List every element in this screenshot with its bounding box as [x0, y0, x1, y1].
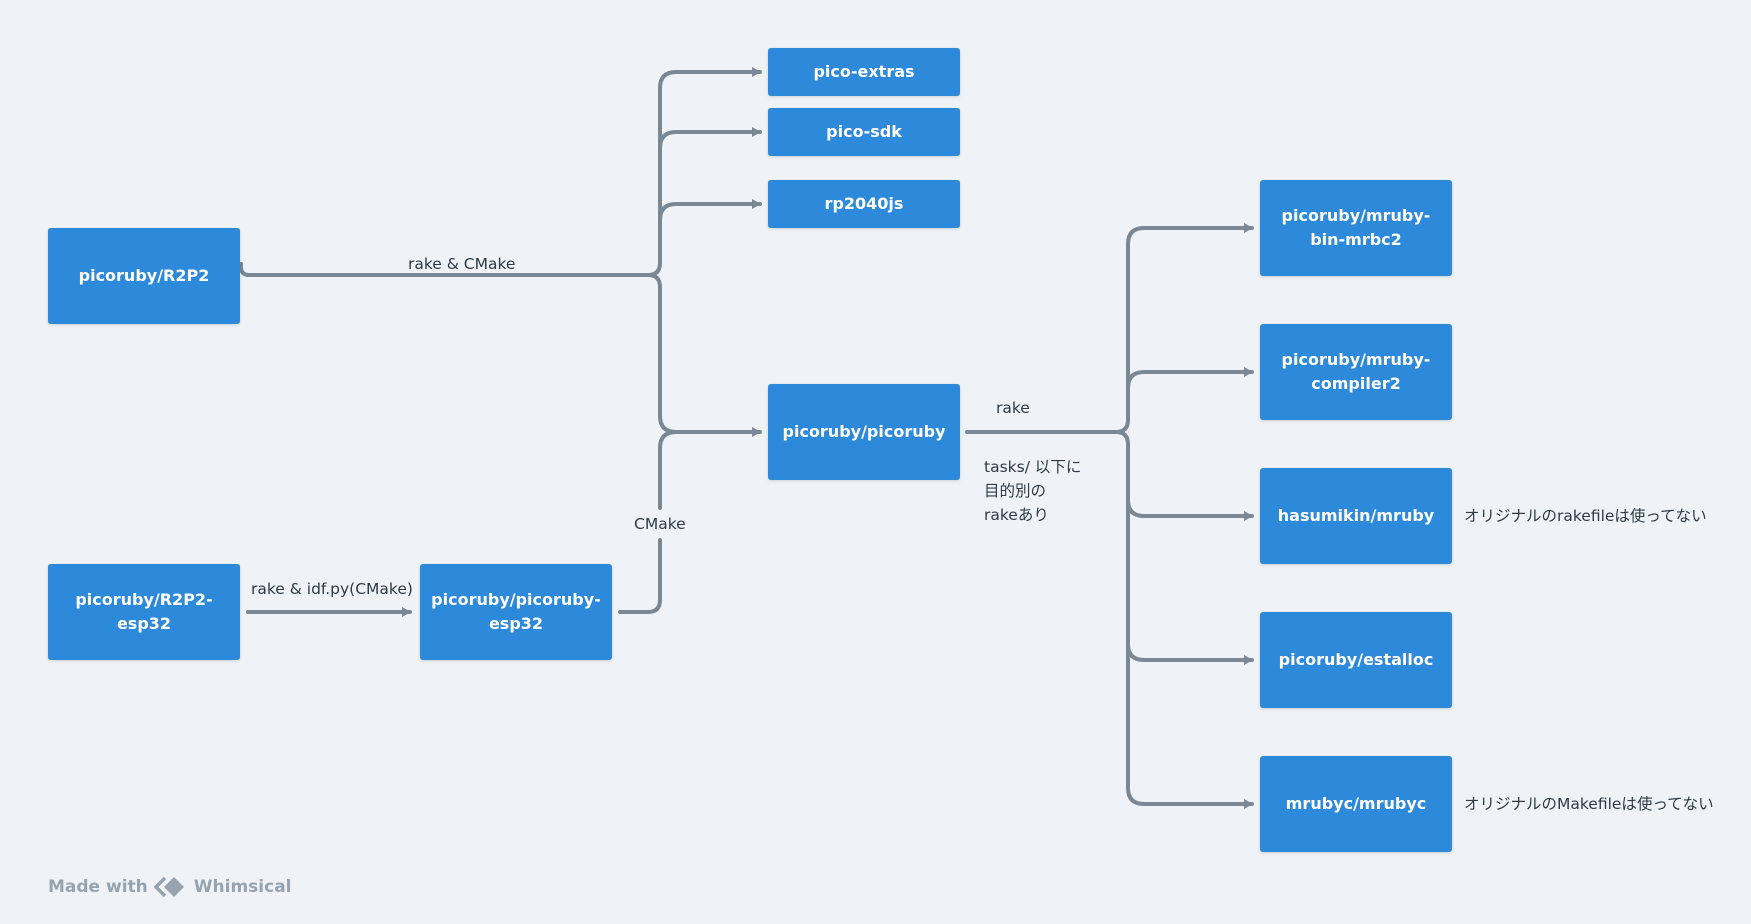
node-hasumikin-mruby[interactable]: hasumikin/mruby — [1260, 468, 1452, 564]
edge-mrbc2 — [1126, 223, 1254, 422]
edge-label-cmake: CMake — [634, 515, 686, 533]
edge-picoruby-from-r2p2 — [646, 273, 762, 437]
edge-hasumikin — [1126, 498, 1254, 521]
edge-label-rake: rake — [996, 399, 1030, 417]
node-compiler2[interactable]: picoruby/mruby-compiler2 — [1260, 324, 1452, 420]
edge-pico-extras — [658, 67, 762, 265]
whimsical-brand: Whimsical — [193, 877, 292, 897]
node-mrubyc[interactable]: mrubyc/mrubyc — [1260, 756, 1452, 852]
edge-cmake — [618, 538, 662, 614]
node-picoruby-esp32[interactable]: picoruby/picoruby-esp32 — [420, 564, 612, 660]
node-mrbc2[interactable]: picoruby/mruby-bin-mrbc2 — [1260, 180, 1452, 276]
node-r2p2-esp32[interactable]: picoruby/R2P2-esp32 — [48, 564, 240, 660]
footer[interactable]: Made with Whimsical — [48, 876, 292, 898]
edge-label-tasks: tasks/ 以下に 目的別の rakeあり — [984, 458, 1082, 524]
note-mrubyc: オリジナルのMakefileは使ってない — [1464, 795, 1714, 813]
node-estalloc[interactable]: picoruby/estalloc — [1260, 612, 1452, 708]
edge-label-r2p2: rake & CMake — [408, 255, 516, 273]
edge-rp2040js — [658, 199, 762, 222]
node-picoruby[interactable]: picoruby/picoruby — [768, 384, 960, 480]
edge-cmake-upper — [658, 430, 678, 510]
edge-r2p2 — [239, 261, 662, 277]
node-pico-extras[interactable]: pico-extras — [768, 48, 960, 96]
whimsical-logo-icon — [153, 876, 184, 898]
note-hasumikin-mruby: オリジナルのrakefileは使ってない — [1464, 507, 1707, 525]
edge-label-esp32: rake & idf.py(CMake) — [251, 580, 413, 598]
edge-estalloc — [1126, 642, 1254, 665]
edge-compiler2 — [1126, 367, 1254, 390]
edge-rake-down — [1114, 430, 1254, 809]
node-pico-sdk[interactable]: pico-sdk — [768, 108, 960, 156]
node-rp2040js[interactable]: rp2040js — [768, 180, 960, 228]
edge-rake — [965, 418, 1130, 434]
edge-pico-sdk — [658, 127, 762, 150]
node-r2p2[interactable]: picoruby/R2P2 — [48, 228, 240, 324]
made-with-label: Made with — [48, 877, 148, 897]
